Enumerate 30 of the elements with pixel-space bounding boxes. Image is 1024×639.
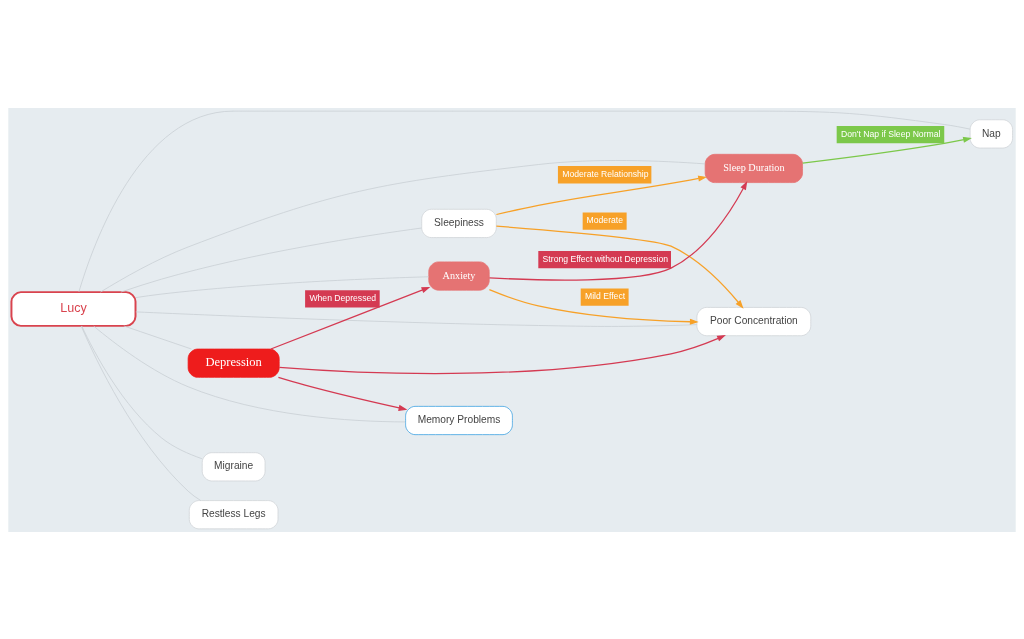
- edge-label: Moderate Relationship: [562, 168, 649, 179]
- connector: [78, 110, 971, 292]
- node-box: Poor Concentration: [696, 306, 812, 336]
- node-box: Sleep Duration: [704, 153, 803, 183]
- arrow: [488, 180, 748, 281]
- node-box: Migraine: [201, 451, 266, 481]
- connector: [120, 227, 422, 293]
- node-box: Restless Legs: [188, 499, 279, 529]
- edge-label: Strong Effect without Depression: [542, 253, 669, 264]
- edge-label: Mild Effect: [585, 290, 626, 301]
- connector: [80, 325, 202, 501]
- edge-label: When Depressed: [309, 292, 377, 303]
- arrow: [278, 334, 726, 374]
- connector: [100, 159, 706, 292]
- connector: [123, 325, 192, 349]
- node-box: Nap: [969, 118, 1013, 148]
- node-box: Depression: [187, 348, 280, 378]
- arrow: [802, 136, 972, 164]
- node-box: Sleepiness: [421, 208, 497, 238]
- connector: [81, 325, 203, 459]
- arrow: [495, 175, 707, 215]
- arrow: [277, 376, 408, 411]
- edge-label: Moderate: [586, 214, 624, 225]
- node-box: Memory Problems: [405, 405, 513, 435]
- connector: [135, 275, 430, 298]
- edge-label: Don't Nap if Sleep Normal: [840, 128, 941, 139]
- connector: [93, 325, 406, 422]
- connector: [135, 311, 698, 327]
- node-box: Lucy: [10, 290, 137, 327]
- node-box: Anxiety: [428, 261, 490, 291]
